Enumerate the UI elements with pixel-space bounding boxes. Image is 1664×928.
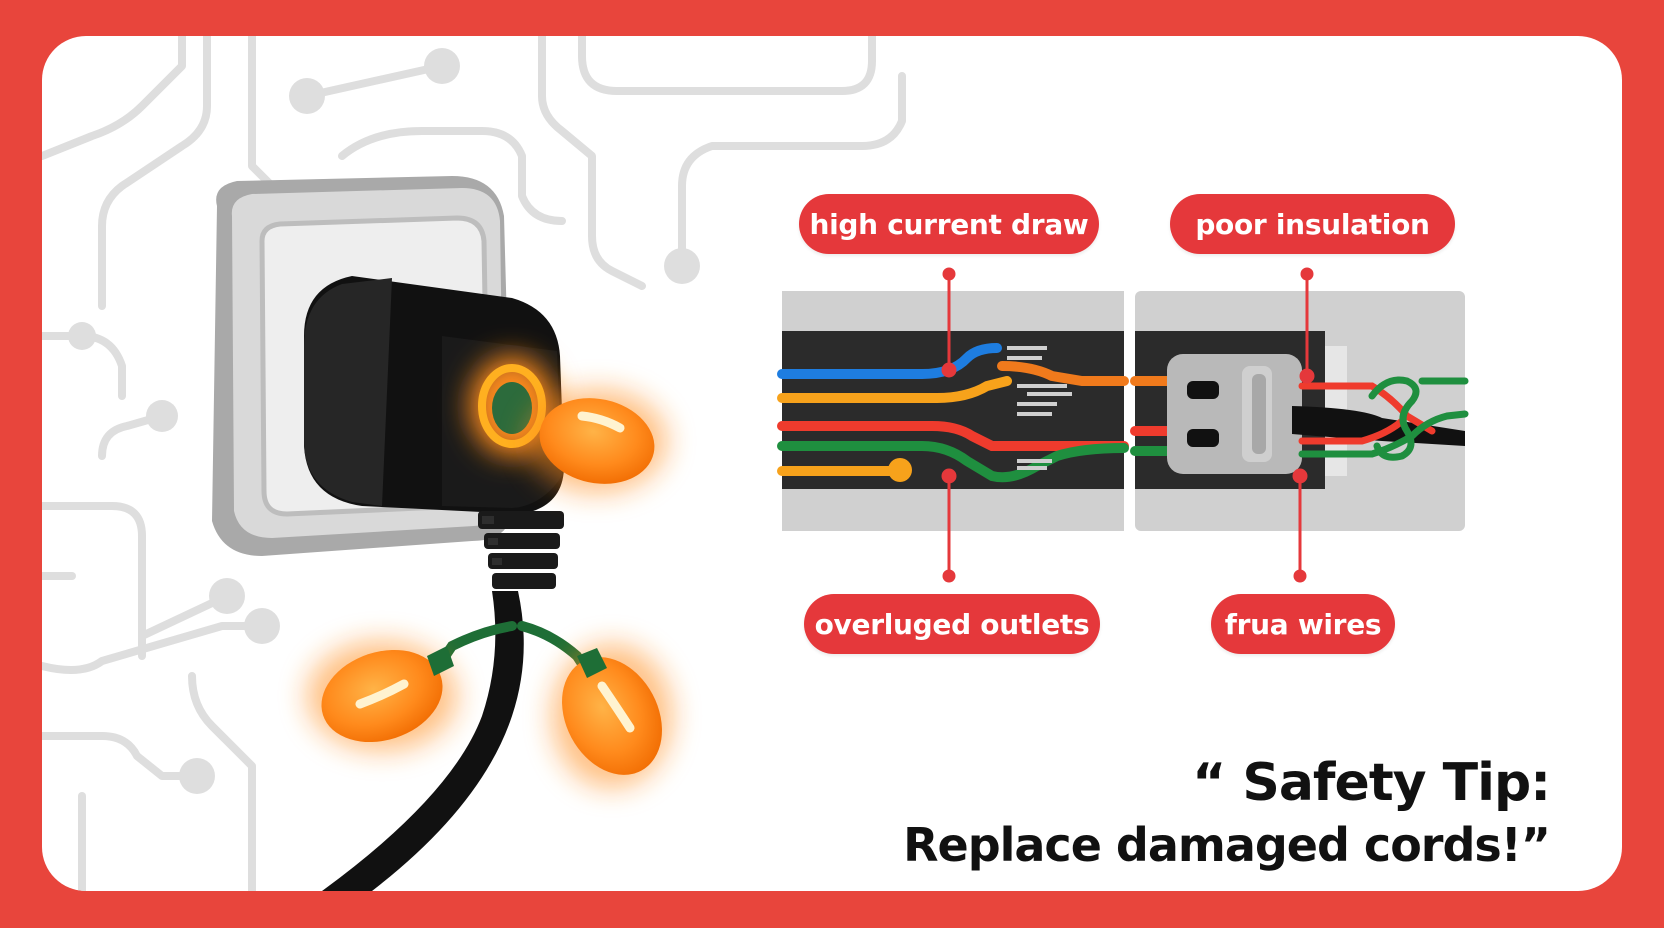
label-overloaded-outlets: overluged outlets bbox=[804, 594, 1100, 654]
christmas-bulb-icon bbox=[307, 641, 457, 751]
plug-icon bbox=[304, 276, 564, 589]
circuit-trace-nodes bbox=[68, 48, 700, 794]
label-poor-insulation: poor insulation bbox=[1170, 194, 1455, 254]
illustration-card: high current draw poor insulation overlu… bbox=[42, 36, 1622, 891]
label-pointers bbox=[941, 267, 1315, 583]
label-high-current-draw: high current draw bbox=[799, 194, 1099, 254]
damaged-cable-icon bbox=[777, 291, 1469, 531]
safety-tip: “ Safety Tip: Replace damaged cords!” bbox=[903, 752, 1551, 876]
christmas-bulb-icon bbox=[552, 644, 672, 788]
label-frayed-wires: frua wires bbox=[1211, 594, 1395, 654]
outlet-socket-icon bbox=[1167, 354, 1302, 474]
circuit-trace-pattern bbox=[42, 36, 906, 891]
safety-tip-message: Replace damaged cords!” bbox=[903, 818, 1551, 872]
illustration-art bbox=[42, 36, 1469, 891]
power-cord bbox=[322, 591, 524, 891]
bulb-wire-stems bbox=[427, 621, 595, 681]
safety-tip-heading: “ Safety Tip: bbox=[1192, 753, 1551, 813]
christmas-bulb-icon bbox=[527, 389, 667, 493]
